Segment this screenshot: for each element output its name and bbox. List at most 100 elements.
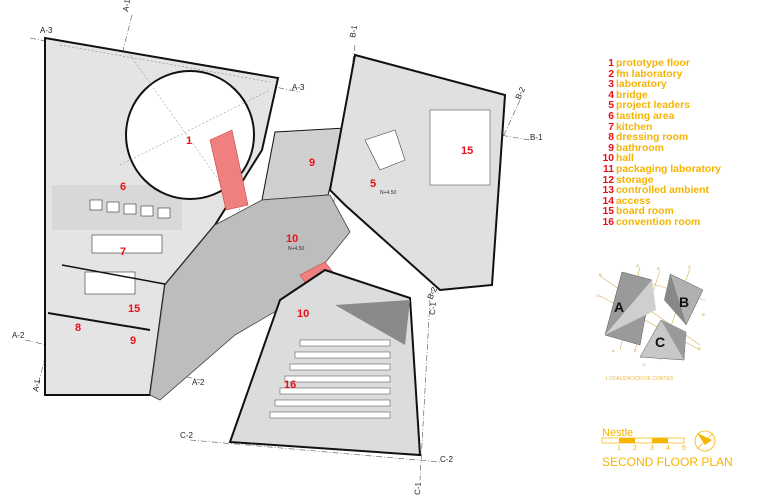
- section-mark: D': [698, 346, 702, 351]
- legend-label: dressing room: [616, 132, 689, 144]
- room-label: 6: [120, 181, 126, 193]
- plan-title: SECOND FLOOR PLAN: [602, 455, 733, 469]
- wall: [61, 264, 171, 286]
- legend-label: storage: [616, 174, 654, 186]
- legend-number: 16: [602, 216, 614, 228]
- grid-label: A-1: [121, 0, 132, 12]
- hall-10: [149, 194, 351, 401]
- scale-number: 5: [682, 445, 686, 452]
- room-label: 16: [284, 379, 296, 391]
- grid-label: C-1: [428, 301, 438, 315]
- grid-label: A-3: [292, 83, 305, 92]
- legend-number: 5: [608, 100, 614, 112]
- room-label: 8: [75, 322, 81, 334]
- section-mark: E': [657, 266, 661, 271]
- legend-label: prototype floor: [616, 58, 690, 69]
- legend-label: hall: [616, 153, 634, 165]
- room-label: 15: [128, 303, 140, 315]
- room-label: 1: [186, 135, 192, 147]
- scale-bar: [601, 437, 685, 444]
- legend-number: 15: [602, 206, 614, 218]
- furniture: [84, 199, 171, 295]
- key-block-label: A: [614, 299, 624, 315]
- section-mark: A': [636, 263, 640, 268]
- scale-number: 1: [617, 445, 621, 452]
- stair-1: [209, 129, 249, 211]
- legend-label: tasting area: [616, 110, 675, 122]
- legend-number: 2: [608, 68, 614, 80]
- legend-label: fm laboratory: [616, 68, 683, 80]
- legend-number: 4: [608, 89, 614, 101]
- scale-number: 4: [666, 445, 670, 452]
- level-marker: N+4.50: [380, 190, 396, 196]
- legend-number: 3: [608, 79, 614, 91]
- grid-label: B-2: [514, 85, 528, 101]
- key-plan: A B C B A' E' C' D B' A E D' C LOCALIZAC…: [597, 263, 706, 382]
- legend-label: project leaders: [616, 100, 690, 112]
- controlled-zone: [335, 300, 410, 345]
- legend-number: 10: [602, 153, 614, 165]
- legend-label: access: [616, 195, 651, 207]
- scale-number: 3: [650, 445, 654, 452]
- room-label: 10: [286, 233, 298, 245]
- legend-label: laboratory: [616, 79, 667, 91]
- grid-label: A-2: [12, 331, 25, 340]
- grid-label: A-3: [40, 26, 53, 35]
- legend-label: kitchen: [616, 121, 653, 133]
- legend-number: 11: [603, 163, 614, 175]
- brand-name: Nestle: [602, 427, 633, 439]
- legend-label: bathroom: [616, 142, 664, 154]
- wall: [47, 312, 151, 331]
- legend-label: bridge: [616, 89, 648, 101]
- section-mark: D: [597, 293, 600, 298]
- level-marker: N+4.50: [288, 246, 304, 252]
- key-plan-caption: LOCALIZACION DE CORTES: [606, 376, 674, 382]
- room-label: 15: [461, 145, 473, 157]
- grid-label: B-1: [348, 24, 359, 38]
- legend-number: 8: [608, 132, 614, 144]
- room-label: 5: [370, 178, 376, 190]
- grid-label: A-2: [192, 378, 205, 387]
- grid-label: B-1: [530, 133, 543, 142]
- construction-lines: [59, 44, 271, 211]
- grid-label: C-2: [180, 431, 193, 440]
- section-mark: E: [634, 348, 637, 353]
- room-label: 10: [297, 308, 309, 320]
- legend-number: 12: [602, 174, 614, 186]
- legend-number: 6: [608, 110, 614, 122]
- legend-label: packaging laboratory: [616, 163, 722, 175]
- meeting-table: [364, 129, 406, 171]
- board-room-area: [429, 109, 491, 186]
- legend-number: 1: [608, 58, 614, 69]
- room-label: 7: [120, 246, 126, 258]
- section-mark: A: [612, 348, 615, 353]
- grid-label: A-1: [31, 378, 42, 392]
- convention-seats: [269, 339, 391, 419]
- section-mark: B': [702, 312, 706, 317]
- legend-number: 9: [608, 142, 614, 154]
- key-block-label: C: [655, 334, 665, 350]
- grid-label: C-1: [413, 481, 423, 495]
- legend-label: convention room: [616, 216, 701, 228]
- legend-label: controlled ambient: [616, 185, 709, 197]
- room-label: 9: [130, 335, 136, 347]
- legend-number: 7: [608, 121, 614, 133]
- section-mark: C': [688, 264, 692, 269]
- north-arrow-icon: [694, 430, 716, 452]
- key-block-label: B: [679, 294, 689, 310]
